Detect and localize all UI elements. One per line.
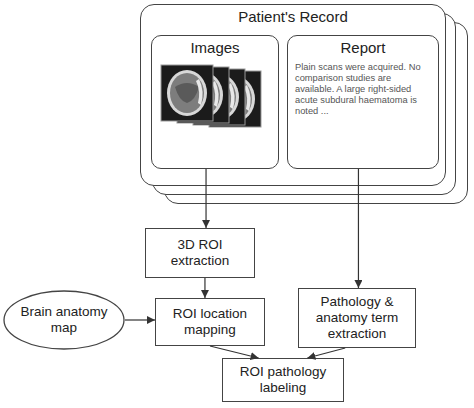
ct-slice-stack bbox=[157, 61, 273, 131]
flow-arrow bbox=[204, 278, 205, 298]
panel-heading: Images bbox=[152, 39, 278, 57]
images-panel: Images bbox=[151, 35, 279, 169]
node-label: ROI location mapping bbox=[162, 306, 258, 338]
flow-arrow bbox=[125, 319, 155, 320]
report-panel: ReportPlain scans were acquired. No comp… bbox=[287, 35, 439, 169]
node-label: 3D ROI extraction bbox=[152, 237, 248, 269]
panel-heading: Report bbox=[288, 39, 438, 57]
flow-arrow bbox=[307, 348, 345, 358]
process-box: 3D ROI extraction bbox=[145, 228, 255, 278]
node-label: ROI pathology labeling bbox=[229, 364, 337, 396]
process-box: ROI pathology labeling bbox=[222, 358, 344, 402]
node-label: Brain anatomy map bbox=[17, 304, 111, 336]
report-text: Plain scans were acquired. No comparison… bbox=[295, 62, 431, 117]
data-ellipse: Brain anatomy map bbox=[3, 290, 125, 350]
process-box: Pathology & anatomy term extraction bbox=[298, 288, 416, 348]
flow-arrow bbox=[358, 169, 359, 288]
record-stack: Patient's RecordImages ReportPlain scans … bbox=[140, 4, 446, 186]
node-label: Pathology & anatomy term extraction bbox=[305, 294, 409, 342]
panel-heading: Patient's Record bbox=[141, 8, 445, 26]
process-box: ROI location mapping bbox=[155, 298, 265, 346]
flow-arrow bbox=[210, 346, 259, 358]
